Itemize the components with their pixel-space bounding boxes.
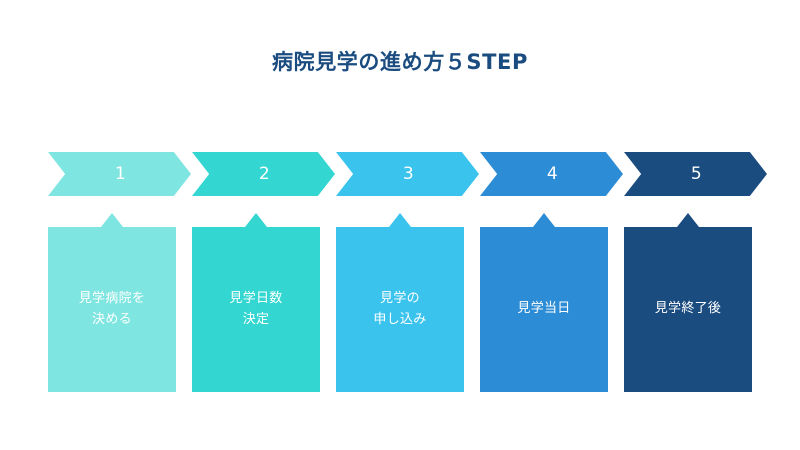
- step-banner-3: 3: [336, 152, 479, 196]
- step-box-5: 見学終了後: [624, 227, 752, 392]
- step-item-5: 5 見学終了後: [624, 152, 767, 392]
- step-label-2: 見学日数 決定: [229, 291, 283, 327]
- step-connector-triangle-5: [677, 213, 699, 227]
- step-number-2: 2: [258, 163, 271, 184]
- step-banner-5: 5: [624, 152, 767, 196]
- step-item-3: 3 見学の 申し込み: [336, 152, 479, 392]
- step-box-1: 見学病院を 決める: [48, 227, 176, 392]
- step-connector-triangle-4: [533, 213, 555, 227]
- page-title: 病院見学の進め方５STEP: [272, 50, 528, 74]
- step-banner-1: 1: [48, 152, 191, 196]
- step-number-1: 1: [114, 163, 127, 184]
- step-box-3: 見学の 申し込み: [336, 227, 464, 392]
- step-label-1: 見学病院を 決める: [78, 291, 146, 327]
- step-box-2: 見学日数 決定: [192, 227, 320, 392]
- step-label-4: 見学当日: [517, 301, 571, 317]
- step-item-4: 4 見学当日: [480, 152, 623, 392]
- step-connector-triangle-2: [245, 213, 267, 227]
- step-item-1: 1 見学病院を 決める: [48, 152, 191, 392]
- step-connector-triangle-3: [389, 213, 411, 227]
- step-banner-4: 4: [480, 152, 623, 196]
- step-number-3: 3: [402, 163, 415, 184]
- step-label-5: 見学終了後: [654, 301, 722, 317]
- step-label-3: 見学の 申し込み: [373, 291, 427, 327]
- step-list: 1 見学病院を 決める 2 見学日数 決定 3 見学の 申し込み: [48, 152, 767, 397]
- step-banner-2: 2: [192, 152, 335, 196]
- step-box-4: 見学当日: [480, 227, 608, 392]
- step-connector-triangle-1: [101, 213, 123, 227]
- step-number-5: 5: [690, 163, 703, 184]
- step-item-2: 2 見学日数 決定: [192, 152, 335, 392]
- step-number-4: 4: [546, 163, 559, 184]
